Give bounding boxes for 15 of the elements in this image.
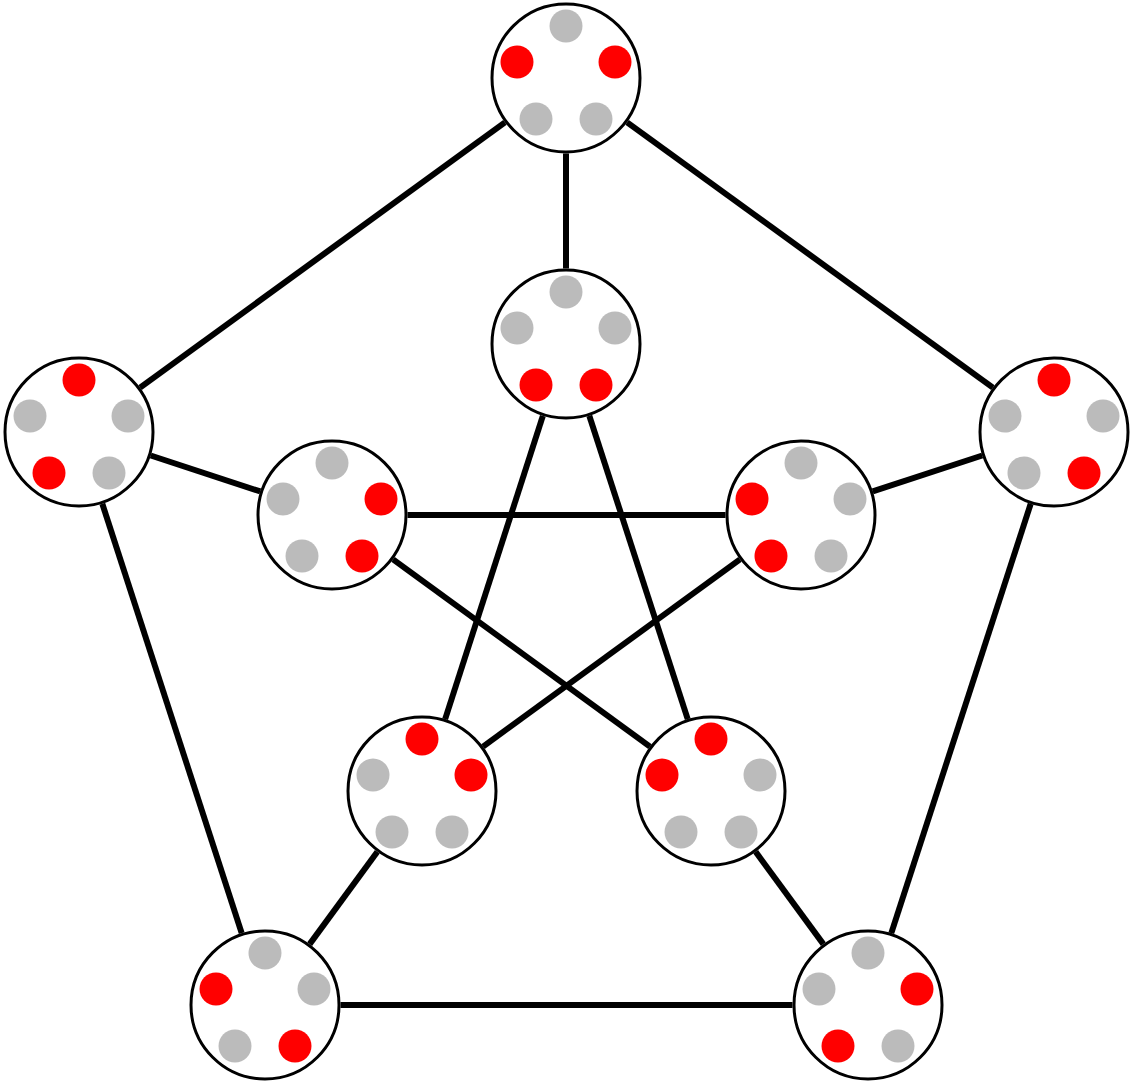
edge-line bbox=[307, 850, 380, 946]
edge-line bbox=[625, 119, 995, 391]
edge-line bbox=[340, 1002, 793, 1008]
edge-line bbox=[149, 452, 262, 495]
edge-line bbox=[888, 502, 1034, 935]
edge-line bbox=[391, 557, 652, 749]
edge-line bbox=[99, 502, 245, 935]
edge-line bbox=[871, 452, 984, 495]
edge-line bbox=[442, 414, 546, 721]
edge-line bbox=[481, 557, 742, 749]
edge-line bbox=[407, 512, 726, 518]
edge-line bbox=[138, 119, 507, 390]
edge-line bbox=[563, 153, 569, 269]
edge-line bbox=[586, 414, 691, 721]
edge-line bbox=[753, 850, 826, 946]
